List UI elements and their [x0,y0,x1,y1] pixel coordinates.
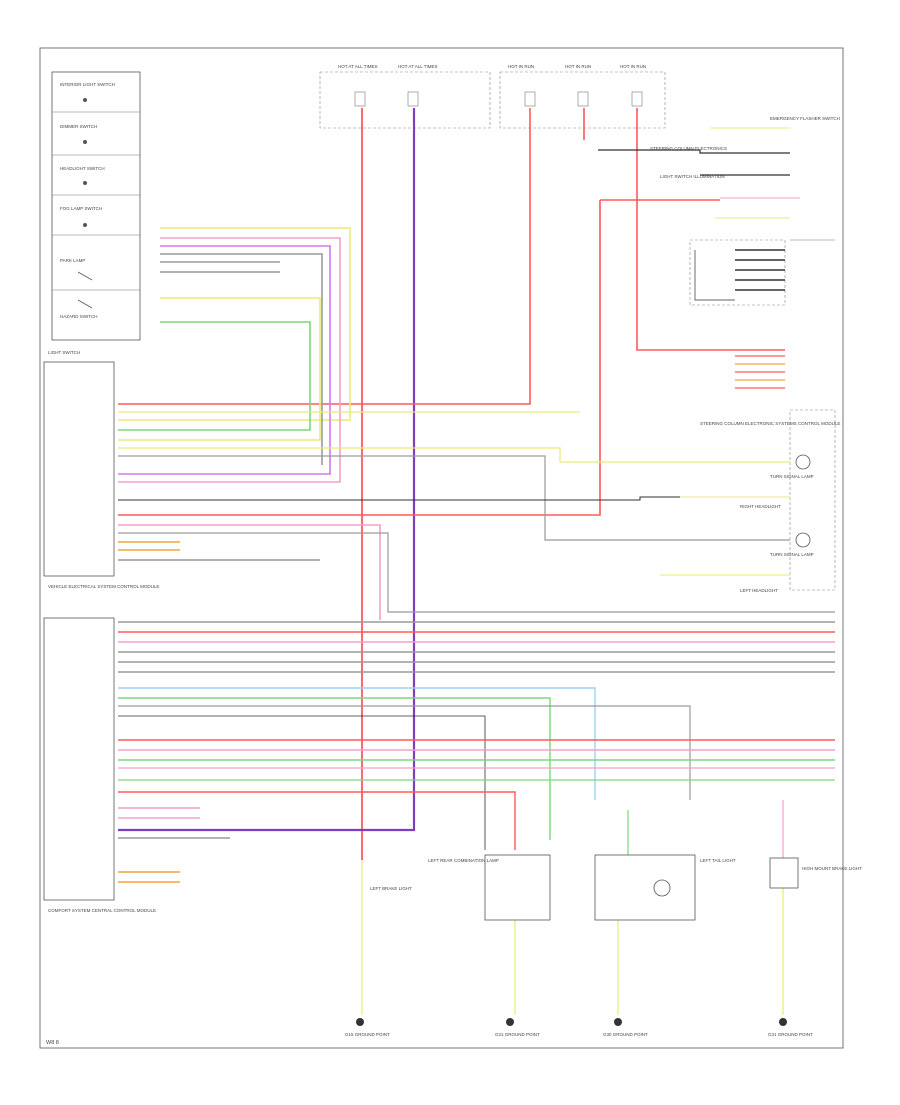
switch-label-3: HEADLIGHT SWITCH [60,166,105,171]
ground-label-4: G31 GROUND POINT [768,1032,813,1037]
switch-contact-3 [83,181,87,185]
wire-5 [636,108,785,351]
wire-35 [118,705,691,800]
switch-contact-2 [83,140,87,144]
wire-11 [160,253,323,465]
switch-label-6: HAZARD SWITCH [60,314,98,319]
ground-point-3 [614,1018,622,1026]
module-2: COMFORT SYSTEM CENTRAL CONTROL MODULE [43,617,156,913]
module-2-box [43,617,115,901]
wires [118,108,835,1015]
switch-label-1: INTERIOR LIGHT SWITCH [60,82,115,87]
ground-point-4 [779,1018,787,1026]
wire-42 [118,791,516,850]
connector-block [689,239,786,306]
wire-3 [118,108,531,405]
left-switch-stack: INTERIOR LIGHT SWITCH DIMMER SWITCH HEAD… [51,71,141,341]
ground-label-2: G21 GROUND POINT [495,1032,540,1037]
wire-7 [118,200,601,516]
ground-label-3: G30 GROUND POINT [603,1032,648,1037]
right-mid-label-1: STEERING COLUMN ELECTRONIC SYSTEMS CONTR… [700,421,840,426]
fuse-block-left [319,71,491,129]
switch-contact-4 [83,223,87,227]
wire-13 [118,321,311,431]
bottom-bulb [653,879,671,897]
wire-12 [118,297,321,441]
module-1-label: VEHICLE ELECTRICAL SYSTEM CONTROL MODULE [48,584,159,589]
bottom-box-3 [769,857,799,889]
bottom-label-4: HIGH MOUNT BRAKE LIGHT [802,866,862,871]
right-top-label-1: EMERGENCY FLASHER SWITCH [770,116,840,121]
bottom-box-2 [594,854,696,921]
lamp-block [789,409,836,591]
right-mid-label-3: LEFT HEADLIGHT [740,588,778,593]
right-mid-label-2: RIGHT HEADLIGHT [740,504,781,509]
fuse-blocks: HOT AT ALL TIMES HOT AT ALL TIMES HOT IN… [319,64,666,129]
right-lamp-label-1: TURN SIGNAL LAMP [770,474,814,479]
ground-label-1: G15 GROUND POINT [345,1032,390,1037]
wire-9 [118,237,341,483]
ground-point-2 [506,1018,514,1026]
bottom-label-1: LEFT BRAKE LIGHT [370,886,412,891]
switch-label-4: FOG LAMP SWITCH [60,206,102,211]
module-2-label: COMFORT SYSTEM CENTRAL CONTROL MODULE [48,908,156,913]
wire-17 [118,447,790,463]
switch-blade-1 [77,271,93,281]
switch-contact-1 [83,98,87,102]
fuse-label-4: HOT IN RUN [565,64,591,69]
fuse-label-5: HOT IN RUN [620,64,646,69]
wire-34 [118,697,551,840]
wire-55 [598,149,790,154]
wire-22 [118,524,381,620]
bottom-box-1 [484,854,551,921]
right-top-label-3: LIGHT SWITCH ILLUMINATION [660,174,725,179]
wire-8 [118,227,351,421]
light-switch-label: LIGHT SWITCH [48,350,80,355]
footer-code: W8 8 [46,1040,59,1046]
bottom-label-3: LEFT TAIL LIGHT [700,858,736,863]
wire-33 [118,687,596,800]
fuse-label-3: HOT IN RUN [508,64,534,69]
right-components: EMERGENCY FLASHER SWITCH STEERING COLUMN… [650,116,840,593]
ground-point-1 [356,1018,364,1026]
wire-36 [118,715,486,850]
fuse-label-2: HOT AT ALL TIMES [398,64,438,69]
wire-18 [118,455,790,541]
right-lamp-label-2: TURN SIGNAL LAMP [770,552,814,557]
right-lamp-1 [795,454,811,470]
switch-label-5: PARK LAMP [60,258,85,263]
wire-10 [118,245,331,475]
module-1-box [43,361,115,577]
wire-64 [694,250,735,301]
switch-label-2: DIMMER SWITCH [60,124,97,129]
wire-23 [118,532,835,613]
fuse-block-right [499,71,666,129]
right-lamp-2 [795,532,811,548]
fuse-label-1: HOT AT ALL TIMES [338,64,378,69]
bottom-label-2: LEFT REAR COMBINATION LAMP [428,858,499,863]
diagram-border [39,47,844,1049]
right-top-label-2: STEERING COLUMN ELECTRONICS [650,146,727,151]
module-1: LIGHT SWITCH VEHICLE ELECTRICAL SYSTEM C… [43,350,159,589]
switch-blade-2 [77,299,93,309]
wire-2 [118,108,416,832]
bottom-components: LEFT BRAKE LIGHT LEFT REAR COMBINATION L… [345,854,862,1037]
